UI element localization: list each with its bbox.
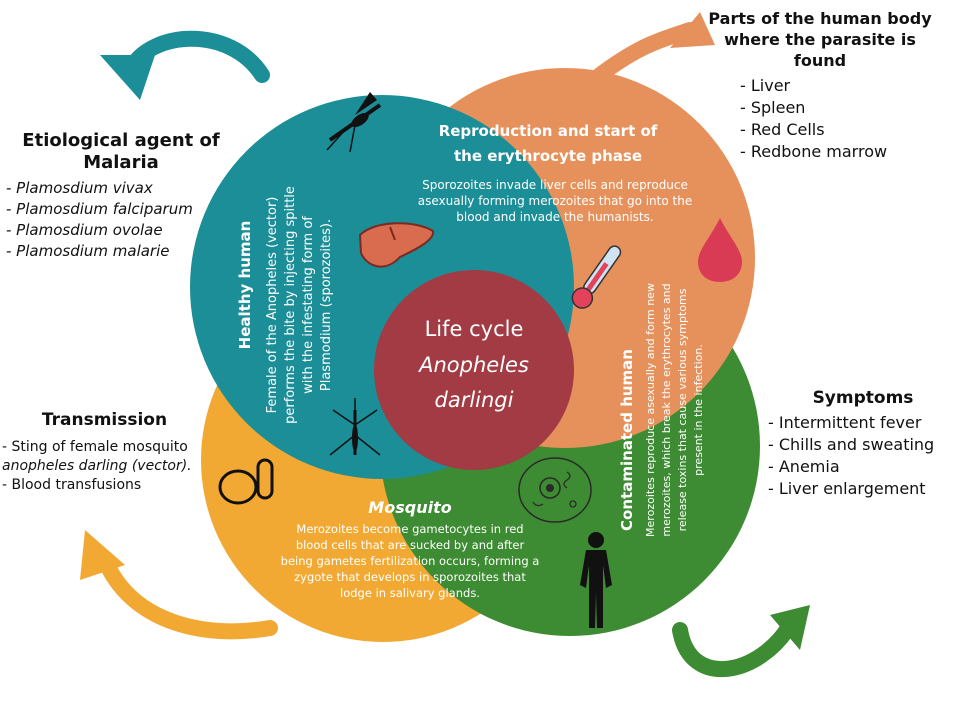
yellow-line-4: zygote that develops in sporozoites that	[294, 570, 526, 584]
thermometer-icon	[571, 245, 622, 309]
yellow-line-1: Merozoites become gametocytes in red	[296, 522, 523, 536]
teal-title: Healthy human	[236, 221, 254, 350]
list-item: - Chills and sweating	[768, 435, 935, 454]
list-item: anopheles darling (vector).	[2, 458, 192, 474]
center-species-2: darlingi	[435, 388, 514, 412]
list-item: - Spleen	[740, 98, 806, 117]
symptoms-title: Symptoms	[812, 388, 914, 408]
orange-line-2: asexually forming merozoites that go int…	[418, 194, 692, 208]
list-item: - Plamosdium vivax	[6, 179, 153, 197]
list-item: - Sting of female mosquito	[2, 439, 188, 455]
red-blood-cell-icon	[218, 458, 274, 505]
arrow-top-left	[100, 30, 270, 100]
symptoms-list: - Intermittent fever - Chills and sweati…	[768, 412, 958, 500]
list-item: - Anemia	[768, 457, 840, 476]
arrow-top-right	[592, 12, 715, 83]
orange-line-3: blood and invade the humanists.	[456, 210, 653, 224]
human-silhouette-icon	[580, 532, 612, 628]
mosquito-icon	[329, 398, 381, 456]
etiological-agent-panel: Etiological agent of Malaria - Plamosdiu…	[6, 130, 236, 262]
center-title: Life cycle	[425, 317, 524, 341]
transmission-panel: Transmission - Sting of female mosquito …	[2, 410, 207, 495]
green-line-3: release toxins that cause various sympto…	[676, 288, 689, 531]
mosquito-icon	[326, 92, 382, 153]
arrow-bottom-right	[672, 605, 810, 677]
transmission-title: Transmission	[41, 410, 168, 430]
teal-section-text: Healthy human Female of the Anopheles (v…	[236, 186, 334, 424]
orange-line-1: Sporozoites invade liver cells and repro…	[422, 178, 688, 192]
list-item: - Redbone marrow	[740, 142, 888, 161]
orange-title-1: Reproduction and start of	[439, 122, 658, 140]
liver-icon	[358, 222, 435, 268]
etiological-title: Etiological agent of Malaria	[22, 130, 220, 173]
green-line-2: merozoites, which break the erythrocytes…	[660, 283, 673, 536]
orange-title-2: the erythrocyte phase	[454, 147, 642, 165]
etiological-list: - Plamosdium vivax - Plamosdium falcipar…	[6, 178, 236, 262]
cell-icon	[518, 457, 592, 523]
teal-line-1: Female of the Anopheles (vector)	[265, 197, 280, 414]
list-item: - Liver	[740, 76, 791, 95]
yellow-line-2: blood cells that are sucked by and after	[296, 538, 525, 552]
list-item: - Blood transfusions	[2, 477, 142, 493]
list-item: - Red Cells	[740, 120, 825, 139]
list-item: - Liver enlargement	[768, 479, 926, 498]
center-circle	[374, 270, 574, 470]
symptoms-panel: Symptoms - Intermittent fever - Chills a…	[768, 388, 958, 500]
parts-title: Parts of the human body where the parasi…	[708, 9, 932, 70]
transmission-list: - Sting of female mosquito anopheles dar…	[2, 438, 207, 495]
green-title: Contaminated human	[618, 349, 636, 531]
green-line-1: Merozoites reproduce asexually and form …	[644, 283, 657, 537]
teal-line-4: Plasmodium (sporozoites).	[319, 219, 334, 391]
list-item: - Intermittent fever	[768, 413, 922, 432]
teal-line-2: performs the bite by injecting spittle	[283, 186, 298, 424]
green-line-4: present in the infection.	[692, 344, 705, 476]
list-item: - Plamosdium malarie	[6, 242, 170, 260]
green-section-text: Contaminated human Merozoites reproduce …	[618, 283, 705, 537]
teal-line-3: with the infestating form of	[301, 216, 316, 394]
yellow-line-5: lodge in salivary glands.	[340, 586, 480, 600]
list-item: - Plamosdium falciparum	[6, 200, 193, 218]
blood-drop-icon	[698, 218, 742, 282]
yellow-title: Mosquito	[368, 498, 451, 517]
list-item: - Plamosdium ovolae	[6, 221, 163, 239]
arrow-bottom-left	[80, 530, 278, 640]
body-parts-panel: Parts of the human body where the parasi…	[700, 8, 940, 163]
center-species-1: Anopheles	[417, 353, 529, 377]
parts-list: - Liver - Spleen - Red Cells - Redbone m…	[740, 75, 940, 163]
yellow-line-3: being gametes fertilization occurs, form…	[281, 554, 540, 568]
